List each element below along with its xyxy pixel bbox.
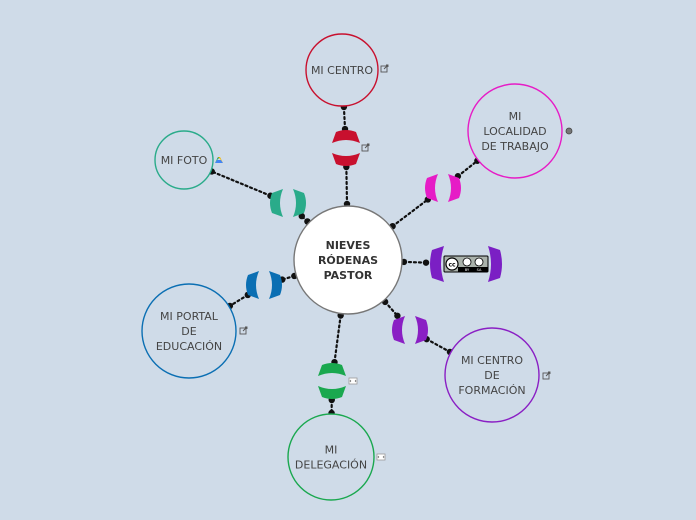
node-circle bbox=[141, 283, 237, 379]
connector-bracket-left bbox=[318, 363, 346, 376]
mi-centro-node[interactable]: MI CENTRO bbox=[305, 33, 379, 107]
mi-portal-node[interactable]: MI PORTAL DE EDUCACIÓN bbox=[141, 283, 237, 379]
connector-bracket-right bbox=[488, 246, 502, 282]
node-circle bbox=[305, 33, 379, 107]
cc-term-label: BY bbox=[465, 268, 470, 272]
connector-bracket-left bbox=[246, 271, 259, 299]
node-circle bbox=[287, 413, 375, 501]
connector-line bbox=[456, 159, 479, 178]
node-label: MI bbox=[509, 110, 522, 123]
embed-icon[interactable] bbox=[376, 453, 386, 461]
node-circle bbox=[467, 83, 563, 179]
node-label: MI bbox=[325, 444, 338, 457]
connector-dot bbox=[394, 312, 401, 319]
node-label: MI PORTAL bbox=[160, 310, 219, 323]
external-link-icon[interactable] bbox=[361, 143, 370, 152]
node-label: MI FOTO bbox=[161, 154, 208, 167]
connector-bracket-right bbox=[332, 153, 360, 166]
connector-bracket-right bbox=[448, 174, 461, 202]
connector-line bbox=[425, 338, 452, 354]
connector-bracket-right bbox=[269, 271, 282, 299]
connector-line bbox=[391, 198, 429, 228]
connector-dot bbox=[422, 259, 430, 266]
central-topic-circle bbox=[293, 205, 403, 315]
mi-centro-formacion-connector[interactable] bbox=[392, 316, 428, 344]
external-link-icon[interactable] bbox=[239, 326, 248, 335]
google-drive-icon[interactable] bbox=[215, 157, 223, 163]
node-circle bbox=[444, 327, 540, 423]
cc-label: cc bbox=[448, 262, 456, 269]
mi-delegacion-connector[interactable] bbox=[318, 363, 346, 399]
connector-dot bbox=[298, 212, 305, 220]
node-label: LOCALIDAD bbox=[483, 125, 546, 138]
mi-localidad-connector[interactable] bbox=[425, 174, 461, 202]
connector-bracket-left bbox=[392, 316, 405, 344]
connector-line bbox=[402, 260, 428, 264]
node-label: DE bbox=[181, 325, 196, 338]
mi-portal-connector[interactable] bbox=[246, 271, 282, 299]
connector-bracket-right bbox=[415, 316, 428, 344]
connector-bracket-left bbox=[332, 130, 360, 143]
node-label: FORMACIÓN bbox=[458, 384, 525, 397]
central-topic-label: PASTOR bbox=[324, 269, 373, 282]
node-label: MI CENTRO bbox=[311, 64, 373, 77]
connector-bracket-right bbox=[293, 189, 306, 217]
mi-foto-node[interactable]: MI FOTO bbox=[154, 130, 214, 190]
link-icon[interactable] bbox=[542, 371, 551, 380]
connector-line bbox=[342, 105, 347, 131]
central-topic[interactable]: NIEVES RÓDENAS PASTOR bbox=[293, 205, 403, 315]
node-label: DE TRABAJO bbox=[481, 140, 549, 153]
mi-localidad-node[interactable]: MI LOCALIDAD DE TRABAJO bbox=[467, 83, 563, 179]
central-topic-label: NIEVES bbox=[326, 239, 371, 252]
embed-icon[interactable] bbox=[348, 377, 358, 385]
node-label: EDUCACIÓN bbox=[156, 340, 222, 353]
cc-term-label: SA bbox=[477, 268, 482, 272]
connector-line bbox=[210, 170, 272, 197]
map-pin-icon[interactable] bbox=[565, 127, 573, 135]
connector-line bbox=[345, 165, 349, 206]
node-label: MI CENTRO bbox=[461, 354, 523, 367]
connector-line bbox=[333, 314, 342, 364]
connector-bracket-right bbox=[318, 386, 346, 399]
connector-bracket-left bbox=[425, 174, 438, 202]
mi-foto-connector[interactable] bbox=[270, 189, 306, 217]
cc-license-connector[interactable] bbox=[430, 246, 502, 282]
mi-delegacion-node[interactable]: MI DELEGACIÓN bbox=[287, 413, 375, 501]
node-label: DELEGACIÓN bbox=[295, 459, 367, 472]
connector-line bbox=[228, 293, 249, 308]
mi-centro-formacion-node[interactable]: MI CENTRO DE FORMACIÓN bbox=[444, 327, 540, 423]
connector-bracket-left bbox=[430, 246, 444, 282]
connector-bracket-left bbox=[270, 189, 283, 217]
central-topic-label: RÓDENAS bbox=[318, 254, 378, 267]
node-label: DE bbox=[484, 369, 499, 382]
node-circle bbox=[154, 130, 214, 190]
external-link-icon[interactable] bbox=[380, 64, 389, 73]
mi-centro-connector[interactable] bbox=[332, 130, 360, 166]
